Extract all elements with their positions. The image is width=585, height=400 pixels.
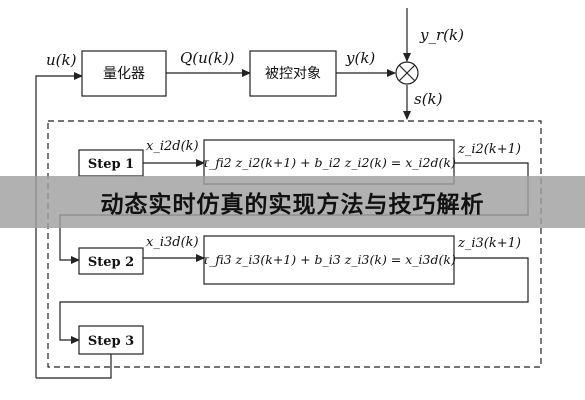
s-label: s(k) (414, 90, 443, 108)
y-label: y(k) (345, 49, 375, 67)
u-label: u(k) (46, 51, 77, 69)
title-banner: 动态实时仿真的实现方法与技巧解析 (0, 176, 585, 228)
x-i3d-label: x_i3d(k) (146, 235, 199, 250)
u-output-line (36, 354, 112, 379)
u-input-line (35, 72, 83, 378)
filter-equation-2: τ_fi2 z_i2(k+1) + b_i2 z_i2(k) = x_i2d(k… (202, 155, 456, 170)
z-i2-label: z_i2(k+1) (457, 142, 521, 157)
controller-dashed-region (47, 120, 542, 368)
yr-label: y_r(k) (419, 26, 464, 44)
q-label: Q(u(k)) (180, 49, 235, 67)
z-i3-label: z_i3(k+1) (457, 236, 521, 251)
step2-label: Step 2 (88, 255, 134, 270)
plant-label: 被控对象 (265, 66, 321, 82)
x-i2d-label: x_i2d(k) (146, 139, 199, 154)
summing-junction-cross (398, 64, 416, 82)
step2-block (78, 247, 144, 275)
filter-equation-3: τ_fi3 z_i3(k+1) + b_i3 z_i3(k) = x_i3d(k… (202, 252, 456, 267)
filter-block-3 (203, 235, 455, 285)
quantizer-label: 量化器 (103, 66, 145, 82)
z-i3-feedback-line (59, 257, 529, 344)
banner-title: 动态实时仿真的实现方法与技巧解析 (100, 192, 485, 218)
step1-label: Step 1 (88, 157, 134, 172)
step3-label: Step 3 (88, 334, 134, 349)
plant-block (249, 50, 337, 97)
